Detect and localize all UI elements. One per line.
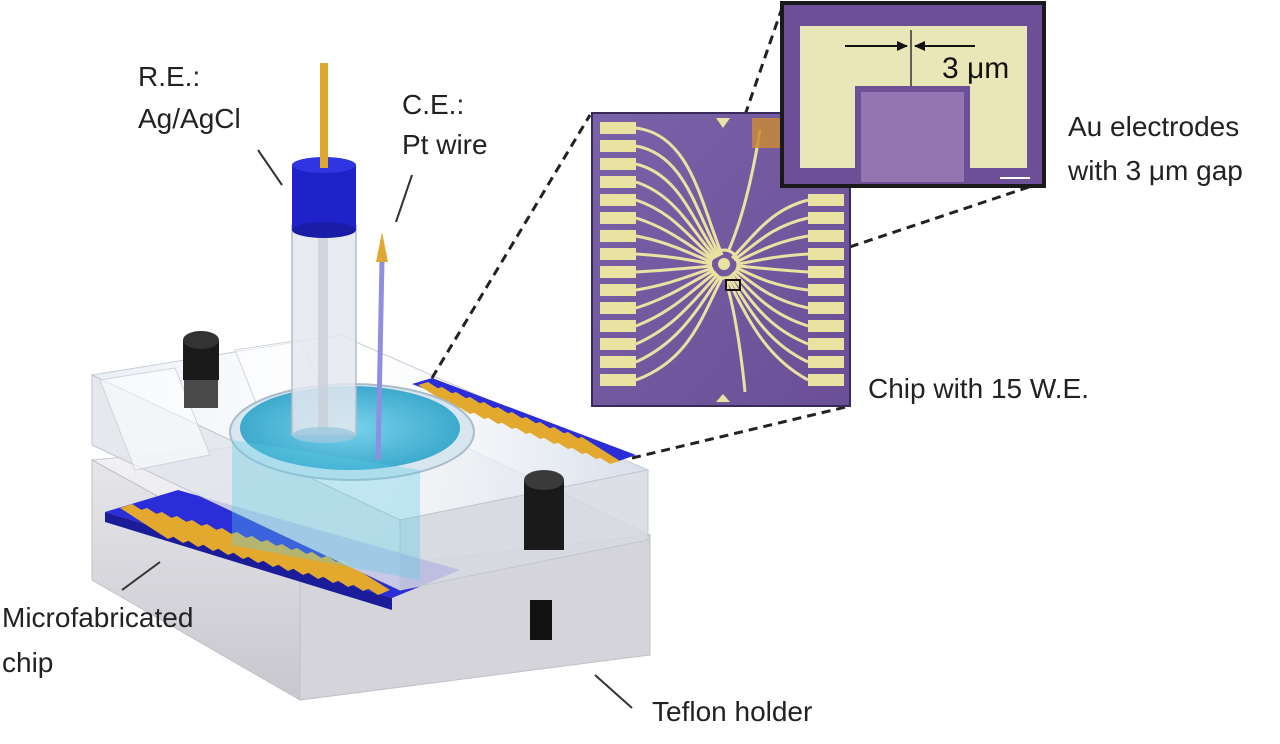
re-label-line2: Ag/AgCl: [138, 103, 241, 134]
reference-electrode: [291, 63, 357, 443]
micrograph-traces: [635, 126, 809, 393]
re-label-line1: R.E.:: [138, 61, 201, 92]
holder-leader-line: [594, 674, 633, 709]
au-label-line2: with 3 μm gap: [1068, 155, 1243, 186]
inset-gold-electrode-inner: [861, 92, 964, 182]
micrograph-triangle-top: [716, 118, 730, 128]
micrograph-corner-pad: [752, 118, 780, 148]
micrograph-center-dot: [718, 258, 730, 270]
micrograph-zoom-box: [725, 279, 741, 291]
ce-label-line2: Pt wire: [402, 129, 488, 160]
we-label: Chip with 15 W.E.: [868, 373, 1089, 404]
teflon-holder-assembly: [90, 63, 652, 701]
ce-leader-line: [395, 174, 413, 223]
au-label-line1: Au electrodes: [1068, 111, 1240, 142]
zoom-inset: [780, 1, 1046, 188]
chip-label-line2: chip: [2, 647, 54, 678]
holder-label: Teflon holder: [652, 696, 813, 727]
inset-scale-arrowhead-right: [914, 41, 925, 51]
micrograph-right-pads: [808, 194, 844, 386]
right-bolt: [524, 470, 564, 640]
micrograph-center-ring: [708, 248, 740, 280]
solution-channel: [232, 440, 420, 580]
re-leader-line: [257, 149, 283, 186]
upper-block-pane: [99, 367, 211, 471]
inset-gold-electrode-top: [800, 26, 1027, 168]
top-chip-gold-pads: [418, 382, 620, 464]
bottom-chip-gold-pads: [120, 504, 390, 595]
chip-leader-line: [121, 561, 161, 591]
chip-label-line1: Microfabricated: [2, 602, 194, 633]
left-bolt: [183, 331, 219, 408]
micrograph-triangle-bottom: [716, 394, 730, 402]
inset-scale-arrowhead-left: [897, 41, 908, 51]
counter-electrode: [375, 232, 388, 461]
scale-label: 3 μm: [942, 52, 1010, 85]
ce-label-line1: C.E.:: [402, 89, 465, 120]
micrograph-left-pads: [600, 122, 636, 386]
